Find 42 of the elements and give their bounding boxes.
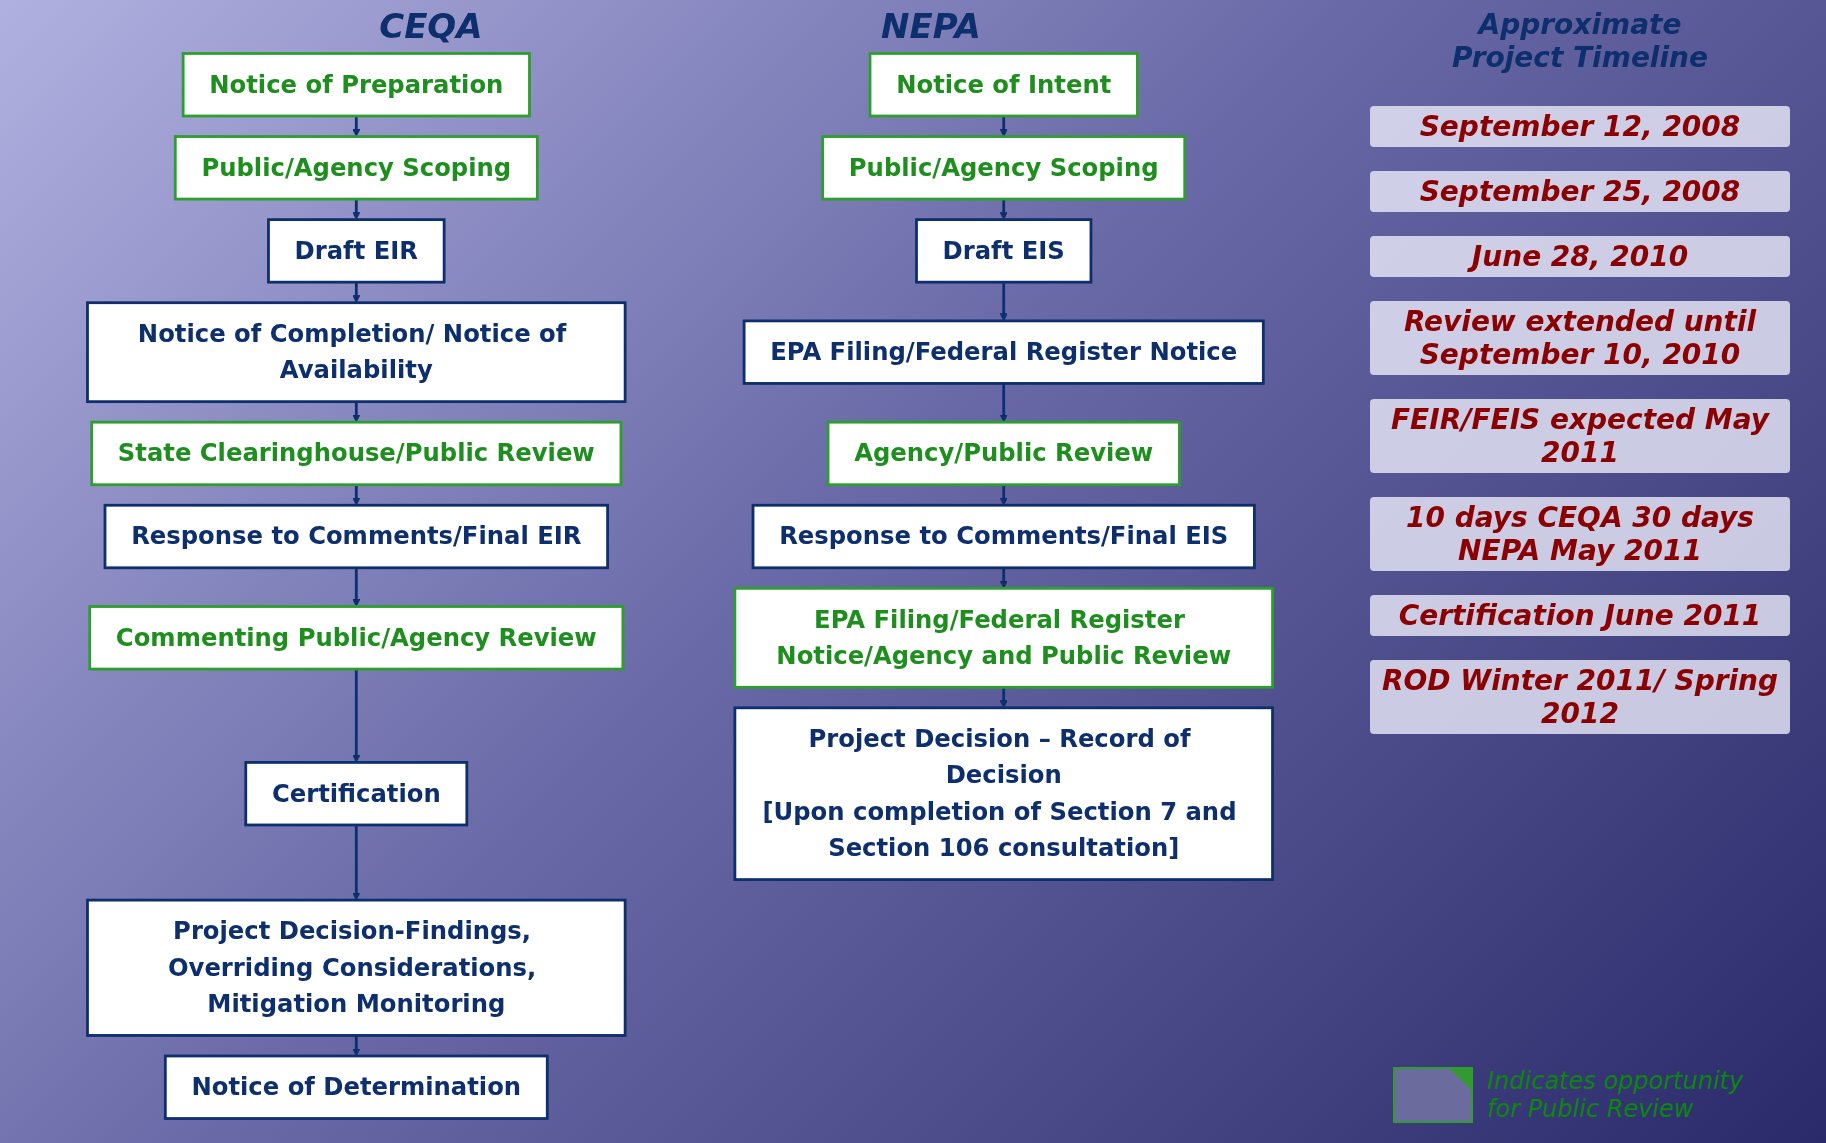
- arrow: [352, 484, 361, 506]
- node-box: EPA Filing/Federal Register Notice/Agency and Public Review: [733, 586, 1274, 689]
- arrow: [352, 116, 361, 137]
- timeline-heading: Approximate Project Timeline: [1451, 8, 1709, 74]
- arrow: [999, 116, 1008, 137]
- arrow: [352, 567, 361, 607]
- node-box: Commenting Public/Agency Review: [88, 605, 625, 671]
- node-box: State Clearinghouse/Public Review: [90, 420, 623, 487]
- timeline-date: June 28, 2010: [1370, 236, 1790, 277]
- arrow: [999, 567, 1008, 589]
- timeline-date: September 25, 2008: [1370, 171, 1790, 212]
- node-box: Draft EIS: [915, 218, 1093, 284]
- node-box: Notice of Intent: [868, 52, 1139, 118]
- node-box: Notice of Preparation: [181, 52, 531, 118]
- timeline-date: 10 days CEQA 30 days NEPA May 2011: [1370, 497, 1790, 571]
- column-heading: CEQA: [379, 6, 483, 46]
- legend-text: Indicates opportunity for Public Review: [1487, 1067, 1745, 1123]
- timeline-date: Certification June 2011: [1370, 595, 1790, 636]
- node-box: Project Decision – Record of Decision [Upon completion of Section 7 and Section 106 consultation]: [733, 706, 1274, 881]
- arrow: [352, 199, 361, 220]
- node-box: Draft EIR: [267, 218, 446, 284]
- arrow: [999, 484, 1008, 506]
- node-box: Public/Agency Scoping: [173, 135, 539, 201]
- arrow: [999, 383, 1008, 423]
- arrow: [352, 401, 361, 423]
- node-box: Response to Comments/Final EIS: [751, 503, 1256, 570]
- node-box: Certification: [244, 761, 469, 827]
- timeline-date: September 12, 2008: [1370, 106, 1790, 147]
- arrow: [999, 199, 1008, 220]
- timeline-date: Review extended until September 10, 2010: [1370, 301, 1790, 375]
- node-box: Agency/Public Review: [826, 420, 1181, 487]
- timeline-date: ROD Winter 2011/ Spring 2012: [1370, 660, 1790, 734]
- arrow: [352, 669, 361, 763]
- node-box: Notice of Completion/ Notice of Availability: [86, 301, 627, 404]
- node-box: Public/Agency Scoping: [821, 135, 1187, 201]
- column-heading: NEPA: [881, 6, 981, 46]
- arrow: [352, 824, 361, 901]
- timeline-date: FEIR/FEIS expected May 2011: [1370, 399, 1790, 473]
- node-box: Notice of Determination: [163, 1054, 549, 1120]
- node-box: EPA Filing/Federal Register Notice: [742, 319, 1265, 385]
- node-box: Project Decision-Findings, Overriding Considerations, Mitigation Monitoring: [86, 898, 627, 1037]
- node-box: Response to Comments/Final EIR: [103, 503, 609, 570]
